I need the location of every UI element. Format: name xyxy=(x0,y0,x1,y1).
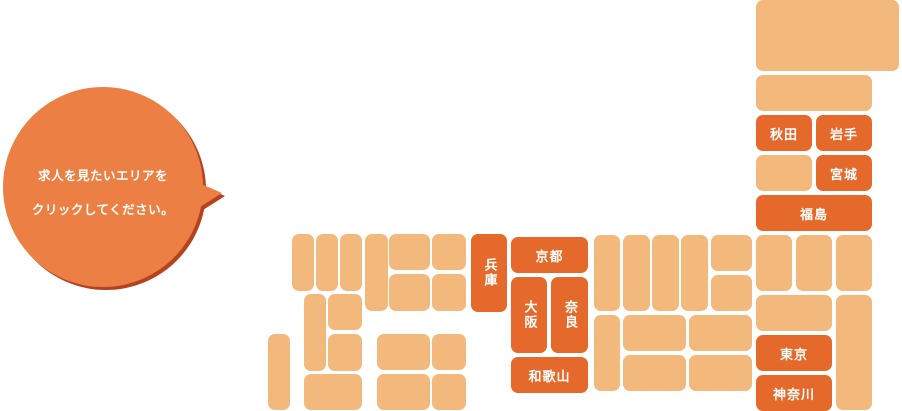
region-chubu-1[interactable] xyxy=(594,235,620,311)
region-osaka[interactable]: 大阪 xyxy=(511,277,547,353)
region-kyushu-1[interactable] xyxy=(292,234,314,291)
region-chubu-2[interactable] xyxy=(623,235,650,311)
region-hokkaido[interactable] xyxy=(756,0,899,71)
instruction-line-1: 求人を見たいエリアを xyxy=(37,168,168,183)
instruction-line-2: クリックしてください。 xyxy=(31,202,175,217)
region-chubu-3[interactable] xyxy=(652,235,679,311)
region-chiba[interactable] xyxy=(836,295,872,410)
region-chubu-10[interactable] xyxy=(623,355,686,391)
region-shikoku-2[interactable] xyxy=(432,334,466,370)
region-nara[interactable]: 奈良 xyxy=(551,277,588,353)
region-chugoku-3[interactable] xyxy=(432,234,466,270)
region-kyushu-2[interactable] xyxy=(316,234,338,291)
region-chugoku-4[interactable] xyxy=(389,274,430,311)
region-kyoto[interactable]: 京都 xyxy=(511,237,588,273)
region-kyushu-3[interactable] xyxy=(340,234,362,291)
region-tochigi[interactable] xyxy=(796,235,832,291)
region-chubu-11[interactable] xyxy=(689,355,752,391)
region-kyushu-5[interactable] xyxy=(328,294,362,330)
region-iwate[interactable]: 岩手 xyxy=(816,115,872,151)
region-fukushima[interactable]: 福島 xyxy=(756,195,872,231)
region-chugoku-1[interactable] xyxy=(365,234,388,311)
region-kyushu-6[interactable] xyxy=(328,334,362,371)
region-kanagawa[interactable]: 神奈川 xyxy=(756,375,832,411)
region-kyushu-4[interactable] xyxy=(304,294,326,371)
region-miyagi[interactable]: 宮城 xyxy=(816,155,872,191)
region-okinawa[interactable] xyxy=(268,334,290,410)
region-chubu-4[interactable] xyxy=(681,235,708,311)
region-shikoku-4[interactable] xyxy=(432,374,466,410)
region-gunma[interactable] xyxy=(756,235,792,291)
region-aomori[interactable] xyxy=(756,75,872,111)
region-kyushu-7[interactable] xyxy=(304,374,362,410)
region-chubu-7[interactable] xyxy=(594,315,620,391)
region-shikoku-1[interactable] xyxy=(377,334,430,370)
region-chugoku-5[interactable] xyxy=(432,274,466,311)
region-chubu-8[interactable] xyxy=(623,315,686,351)
region-chugoku-2[interactable] xyxy=(389,234,430,270)
region-chubu-9[interactable] xyxy=(689,315,752,351)
instruction-speech-bubble: 求人を見たいエリアを クリックしてください。 xyxy=(3,87,225,290)
region-saitama[interactable] xyxy=(756,295,832,331)
region-chubu-6[interactable] xyxy=(711,275,752,311)
region-akita[interactable]: 秋田 xyxy=(756,115,812,151)
region-yamagata[interactable] xyxy=(756,155,812,191)
speech-bubble-shape xyxy=(3,87,225,290)
region-shikoku-3[interactable] xyxy=(377,374,430,410)
region-ibaraki[interactable] xyxy=(836,235,872,291)
region-chubu-5[interactable] xyxy=(711,235,752,271)
region-wakayama[interactable]: 和歌山 xyxy=(511,357,588,393)
region-hyogo[interactable]: 兵庫 xyxy=(471,234,507,312)
region-tokyo[interactable]: 東京 xyxy=(756,335,832,371)
